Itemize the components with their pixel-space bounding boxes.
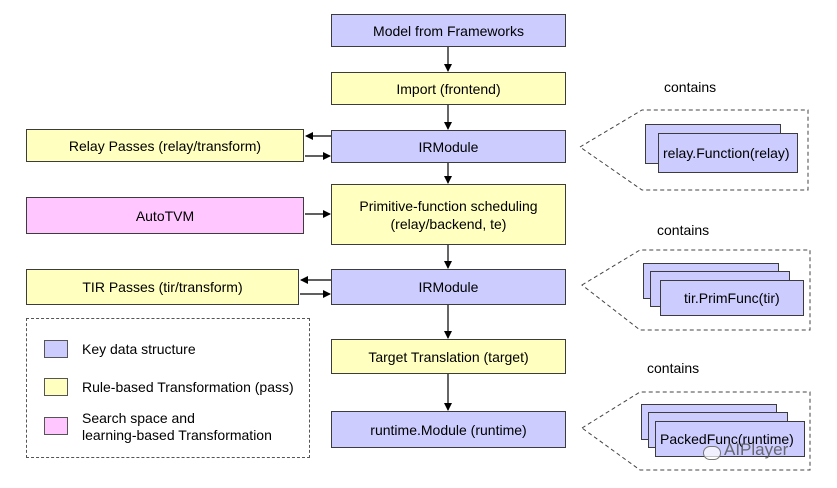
contains-callout-runtime	[581, 391, 811, 471]
tir-primfunc-label: tir.PrimFunc(tir)	[684, 290, 780, 306]
contains-label-tir: contains	[657, 222, 710, 238]
tir-primfunc-stack-front	[660, 280, 804, 316]
legend-text-rule-based: Rule-based Transformation (pass)	[82, 379, 294, 395]
legend-swatch-rule-based	[44, 378, 68, 396]
primitive-function-scheduling-box: Primitive-function scheduling (relay/bac…	[331, 184, 566, 245]
runtime-module-box: runtime.Module (runtime)	[331, 411, 566, 448]
legend-text-key-data-structure: Key data structure	[82, 341, 196, 357]
legend-text-learning-based-line2: learning-based Transformation	[82, 427, 272, 443]
autotvm-label: AutoTVM	[135, 207, 195, 224]
tir-passes-label: TIR Passes (tir/transform)	[82, 279, 243, 295]
irmodule-label: IRModule	[418, 138, 479, 155]
runtime-module-label: runtime.Module (runtime)	[370, 421, 527, 438]
target-translation-label: Target Translation (target)	[368, 348, 529, 365]
autotvm-box: AutoTVM	[26, 197, 304, 234]
legend-swatch-key-data-structure	[44, 340, 68, 358]
tir-passes-box: TIR Passes (tir/transform)	[26, 269, 299, 305]
contains-label-runtime: contains	[647, 360, 700, 376]
relay-function-stack-front	[658, 133, 798, 173]
irmodule-box: IRModule	[331, 130, 566, 163]
model-from-frameworks-box: Model from Frameworks	[331, 14, 566, 47]
model-from-frameworks-label: Model from Frameworks	[373, 22, 524, 39]
relay-passes-box: Relay Passes (relay/transform)	[26, 129, 304, 162]
contains-callout-tir	[581, 249, 811, 331]
contains-label-relay: contains	[664, 79, 717, 95]
scheduling-label-line1: Primitive-function scheduling	[359, 197, 538, 214]
relay-passes-label: Relay Passes (relay/transform)	[68, 137, 262, 154]
watermark: AIPlayer	[724, 440, 789, 459]
relay-function-label: relay.Function(relay)	[663, 145, 790, 161]
legend	[26, 318, 310, 458]
target-translation-box: Target Translation (target)	[331, 339, 566, 374]
irmodule-tir-box: IRModule	[331, 269, 566, 305]
wechat-icon	[703, 446, 721, 460]
irmodule-tir-label: IRModule	[418, 279, 479, 295]
import-frontend-box: Import (frontend)	[331, 72, 566, 105]
import-frontend-label: Import (frontend)	[396, 80, 501, 97]
packedfunc-stack-front	[655, 421, 805, 457]
legend-text-learning-based-line1: Search space and	[82, 410, 195, 426]
packedfunc-label: PackedFunc(runtime)	[660, 431, 794, 447]
scheduling-label-line2: (relay/backend, te)	[390, 215, 507, 232]
legend-swatch-learning-based	[44, 417, 68, 435]
